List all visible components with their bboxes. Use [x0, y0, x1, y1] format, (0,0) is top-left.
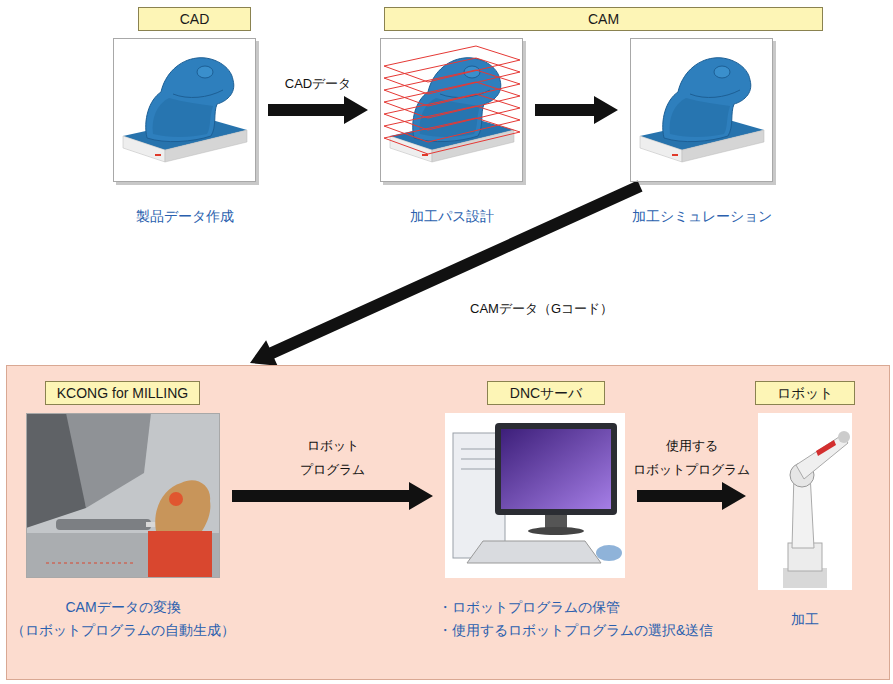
spindle [56, 519, 151, 530]
edge-label: CADデータ [285, 72, 351, 96]
caption-text: （ロボットプログラムの自動生成） [11, 621, 235, 639]
keyboard [467, 541, 601, 563]
stage-header: ロボット [755, 381, 855, 405]
caption-text: CAMデータの変換 [65, 598, 180, 616]
header-text: KCONG for MILLING [57, 384, 188, 402]
robot-photo [758, 413, 852, 590]
frame-fill [630, 38, 773, 182]
header-text: CAD [180, 10, 210, 28]
path-trace [46, 563, 136, 564]
header-text: DNCサーバ [510, 384, 582, 402]
flow-arrow [232, 482, 433, 510]
monitor-screen [501, 429, 611, 509]
flow-arrow [250, 181, 643, 366]
stage-frame: 加工シミュレーション [630, 38, 773, 182]
caption-text: 加工シミュレーション [632, 207, 772, 225]
flow-arrow [535, 96, 618, 124]
flow-arrow [637, 482, 746, 510]
caption-text: 加工 [791, 610, 819, 628]
work-base [148, 531, 212, 578]
panel-fill [6, 365, 890, 680]
stage-frame: 加工 [758, 413, 852, 590]
icon-bg [445, 413, 625, 578]
stage-frame: CAMデータの変換（ロボットプログラムの自動生成） [26, 413, 220, 578]
drive-slot [461, 469, 497, 470]
workpiece [155, 480, 210, 531]
monitor-base [528, 527, 584, 535]
caption-text: 製品データ作成 [136, 207, 234, 225]
caption-text: 加工パス設計 [410, 207, 494, 225]
edge-label: ロボット プログラム [300, 434, 365, 482]
flow-arrow [268, 96, 368, 124]
product-model [123, 58, 247, 162]
drive-slot [461, 449, 497, 450]
cut-spot [169, 492, 183, 506]
stage-frame: 製品データ作成 [113, 38, 256, 182]
toolpath-contours [384, 46, 520, 154]
stage-header: DNCサーバ [487, 381, 605, 405]
caption-text: ・ロボットプログラムの保管 [438, 598, 620, 616]
monitor-stand [545, 515, 567, 529]
robot-logo [816, 440, 836, 456]
product-model [390, 58, 514, 162]
stage-frame: 加工パス設計 [380, 38, 523, 182]
photo-bg [758, 413, 852, 590]
header-text: ロボット [777, 384, 833, 402]
stage-header: KCONG for MILLING [45, 381, 200, 405]
stage-header: CAD [138, 7, 251, 31]
drive-slot [461, 459, 497, 460]
computer-icon [445, 413, 625, 578]
screen-bg [26, 413, 220, 578]
frame-fill [113, 38, 256, 182]
system-panel: KCONG for MILLINGDNCサーバロボットCAMデータの変換（ロボッ… [6, 365, 890, 680]
contour [384, 46, 520, 82]
caption-text: ・使用するロボットプログラムの選択&送信 [438, 621, 713, 639]
robot-wrist [838, 431, 850, 443]
edge-label: CAMデータ（Gコード） [470, 297, 613, 321]
stage-header: CAM [384, 7, 823, 31]
mouse-pad [596, 545, 622, 561]
header-text: CAM [588, 10, 619, 28]
monitor [495, 423, 617, 515]
frame-fill [380, 38, 523, 182]
product-model [640, 58, 764, 162]
kcong-screenshot [26, 413, 220, 578]
stage-frame: ・ロボットプログラムの保管・使用するロボットプログラムの選択&送信 [445, 413, 625, 578]
edge-label: 使用する ロボットプログラム [633, 434, 750, 482]
robot-arm [66, 413, 151, 508]
